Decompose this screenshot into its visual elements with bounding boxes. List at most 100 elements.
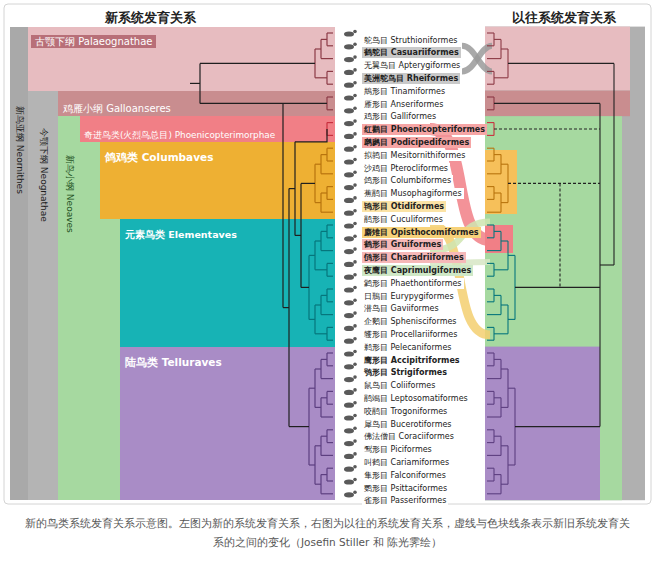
label-holder: 鸵鸟目 Struthioniformes: [362, 28, 459, 47]
old-tree-branch: [487, 263, 494, 264]
tree-branch: [321, 212, 333, 213]
old-tree-branch: [494, 39, 501, 40]
tree-backbone: [294, 142, 295, 236]
old-tree-branch: [487, 96, 494, 97]
old-tree-branch: [487, 71, 494, 72]
tree-branch: [315, 48, 321, 49]
old-tree-branch: [487, 493, 501, 494]
bird-icon: [344, 415, 354, 420]
old-tree-branch: [494, 77, 508, 78]
tree-branch: [327, 109, 333, 110]
order-name: 夜鹰目 Caprimulgiformes: [362, 265, 473, 276]
tree-branch: [321, 474, 327, 475]
bird-icon: [353, 350, 357, 354]
old-tree-branch: [494, 333, 508, 334]
tree-backbone: [288, 189, 289, 427]
panel-heading: 以往系统发育关系: [512, 10, 616, 26]
tree-branch: [315, 407, 321, 408]
tree-branch: [326, 353, 327, 366]
tree-branch: [314, 305, 315, 334]
tree-branch: [327, 442, 333, 443]
clade-band: 陆鸟类 Telluraves: [120, 347, 335, 501]
tree-branch: [315, 164, 321, 165]
tree-branch: [327, 237, 333, 238]
order-name: 鸽形目 Columbiformes: [362, 175, 453, 186]
old-tree-branch: [487, 455, 501, 456]
old-tree-branch: [487, 340, 494, 341]
bird-icon: [353, 324, 357, 328]
old-telluraves-band: [485, 347, 600, 501]
old-tree-backbone: [559, 183, 560, 287]
old-tree-branch: [494, 397, 501, 398]
order-name: 鸡形目 Galliformes: [362, 111, 438, 122]
order-name: 红鹳目 Phoenicopteriformes: [362, 124, 487, 135]
tree-backbone: [200, 103, 283, 104]
old-neornithes-band: [485, 27, 645, 501]
old-tree-branch: [487, 416, 501, 417]
bird-icon: [344, 454, 354, 459]
bird-icon: [344, 198, 354, 203]
old-tree-branch: [501, 48, 508, 49]
label-holder: 新系统发育关系: [105, 7, 196, 26]
bird-icon: [353, 171, 357, 175]
old-tree-branch: [494, 474, 501, 475]
old-palaeognathae-band: [485, 27, 630, 91]
old-tree-branch: [487, 391, 494, 392]
old-tree-branch: [487, 237, 494, 238]
tree-branch: [320, 475, 321, 494]
clade-label: 陆鸟类 Telluraves: [125, 357, 222, 368]
tree-branch: [314, 241, 315, 270]
bird-icon: [344, 492, 354, 497]
order-name: 鹤鸵目 Casuariiformes: [362, 47, 461, 58]
order-name: 佛法僧目 Coraciiformes: [362, 431, 456, 442]
tree-branch: [314, 446, 315, 484]
tree-backbone: [295, 235, 301, 236]
tree-branch: [327, 71, 333, 72]
order-name: 麝雉目 Opisthocomiformes: [362, 227, 481, 238]
old-tree-branch: [487, 160, 494, 161]
bird-icon: [344, 351, 354, 356]
clade-band: 元素鸟类 Elementaves: [120, 219, 335, 347]
bird-icon: [344, 326, 354, 331]
tree-branch: [327, 391, 333, 392]
old-tree-branch: [487, 352, 494, 353]
tree-branch: [327, 224, 333, 225]
tree-branch: [321, 378, 333, 379]
old-tree-branch: [487, 250, 501, 251]
tree-branch: [308, 388, 309, 465]
bird-icon: [344, 121, 354, 126]
old-columbaves-patch: [485, 150, 517, 214]
clade-band: 奇进鸟类(火烈鸟总目) Phoenicopterimorphae鸽鸡类 Colu…: [58, 116, 335, 500]
tree-branch: [320, 398, 321, 417]
bird-icon: [353, 30, 357, 34]
old-tree-branch: [494, 295, 501, 296]
old-tree-branch: [487, 45, 494, 46]
old-tree-branch: [501, 368, 508, 369]
order-name: 蕉鹃目 Musophagiformes: [362, 188, 464, 199]
old-tree-branch: [508, 464, 515, 465]
tree-branch: [320, 193, 321, 212]
bird-icon: [353, 427, 357, 431]
bird-icon: [353, 222, 357, 226]
tree-backbone: [190, 83, 200, 84]
bird-icon: [353, 247, 357, 251]
old-tree-backbone: [600, 264, 614, 265]
old-tree-branch: [487, 109, 494, 110]
old-tree-branch: [487, 314, 501, 315]
tree-branch: [321, 436, 327, 437]
tree-backbone: [199, 63, 200, 103]
old-tree-branch: [501, 304, 508, 305]
old-tree-branch: [487, 148, 494, 149]
tree-branch: [327, 404, 333, 405]
order-name: 隼形目 Falconiformes: [362, 470, 448, 481]
tree-branch: [321, 250, 333, 251]
order-name: 雀形目 Passeriformes: [362, 495, 448, 506]
bird-icon: [353, 363, 357, 367]
bird-icon: [344, 287, 354, 292]
tree-branch: [321, 58, 333, 59]
clade-band: 古颚下纲 Palaeognathae: [28, 27, 335, 91]
tree-branch: [326, 430, 327, 443]
tree-branch: [327, 468, 333, 469]
tree-backbone: [295, 129, 327, 142]
old-tree-branch: [494, 269, 508, 270]
